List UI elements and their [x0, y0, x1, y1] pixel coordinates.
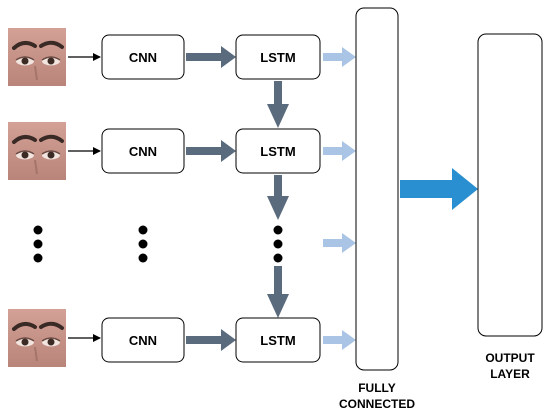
cnn-to-lstm-arrow-row-1	[186, 46, 236, 68]
cnn-to-lstm-arrow-row-last	[186, 329, 236, 351]
lstm-to-fc-arrow-row-last	[323, 330, 356, 350]
cnn-label: CNN	[129, 333, 157, 348]
lstm-box-row-2: LSTM	[235, 128, 321, 174]
cnn-box-row-2: CNN	[101, 128, 185, 174]
output-label-line-1: OUTPUT	[485, 351, 535, 365]
fc-label-line-2: CONNECTED	[339, 397, 415, 411]
eye-image-row-1	[6, 26, 68, 88]
ellipsis-cnn	[138, 225, 148, 263]
lstm-to-fc-arrow-row-1	[323, 47, 356, 67]
lstm-box-row-1: LSTM	[235, 34, 321, 80]
cnn-box-row-1: CNN	[101, 34, 185, 80]
ellipsis-images	[33, 225, 43, 263]
lstm-recurrent-arrow-1	[267, 81, 289, 128]
fc-to-output-arrow	[400, 168, 478, 210]
eye-image-row-2	[6, 120, 68, 182]
lstm-box-row-last: LSTM	[235, 317, 321, 363]
lstm-label: LSTM	[260, 144, 295, 159]
lstm-label: LSTM	[260, 333, 295, 348]
lstm-recurrent-arrow-3	[267, 266, 289, 318]
fully-connected-layer: FULLY CONNECTED	[339, 7, 415, 411]
eye-image-row-last	[6, 307, 68, 369]
output-label-line-2: LAYER	[490, 367, 530, 381]
cnn-to-lstm-arrow-row-2	[186, 140, 236, 162]
ellipsis-lstm	[273, 225, 283, 263]
cnn-label: CNN	[129, 50, 157, 65]
output-layer: OUTPUT LAYER	[477, 33, 543, 381]
fc-label-line-1: FULLY	[358, 381, 396, 395]
cnn-box-row-last: CNN	[101, 317, 185, 363]
lstm-to-fc-arrow-ellipsis	[323, 233, 356, 253]
lstm-recurrent-arrow-2	[267, 175, 289, 220]
lstm-to-fc-arrow-row-2	[323, 141, 356, 161]
cnn-label: CNN	[129, 144, 157, 159]
lstm-label: LSTM	[260, 50, 295, 65]
